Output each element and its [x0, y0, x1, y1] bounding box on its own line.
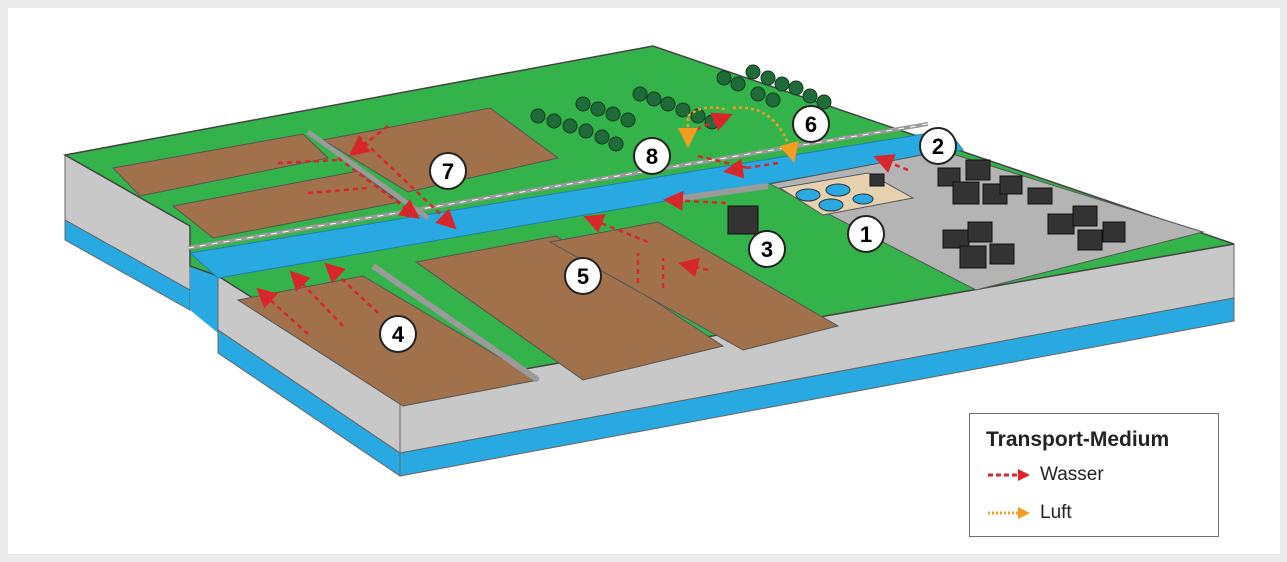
legend-label-air: Luft: [1040, 502, 1072, 523]
legend-label-water: Wasser: [1040, 464, 1104, 485]
diagram-frame: 1 2 3 4 5 6 7 8 Transpo: [8, 8, 1280, 554]
landscape-diagram: 1 2 3 4 5 6 7 8: [62, 45, 1235, 477]
legend-item-water: Wasser: [986, 463, 1104, 487]
marker-1-label: 1: [860, 222, 872, 247]
water-arrow-icon: [988, 469, 1030, 481]
air-arrows: [678, 106, 799, 163]
marker-4-label: 4: [392, 322, 405, 347]
marker-1: 1: [847, 215, 885, 253]
air-arrow-icon: [988, 507, 1030, 519]
water-arrows: [256, 112, 909, 335]
marker-6: 6: [792, 105, 830, 143]
marker-2-label: 2: [932, 134, 944, 159]
legend-item-air: Luft: [986, 501, 1072, 525]
marker-5: 5: [564, 257, 602, 295]
legend: Transport-Medium Wasser Luft: [969, 413, 1219, 537]
marker-8-label: 8: [646, 144, 658, 169]
marker-6-label: 6: [805, 112, 817, 137]
marker-7-label: 7: [442, 159, 454, 184]
fields-north: [111, 107, 560, 239]
buildings: [727, 159, 1126, 269]
marker-3: 3: [748, 230, 786, 268]
marker-4: 4: [379, 315, 417, 353]
marker-3-label: 3: [761, 237, 773, 262]
marker-5-label: 5: [577, 264, 589, 289]
marker-7: 7: [429, 152, 467, 190]
marker-2: 2: [919, 127, 957, 165]
legend-title: Transport-Medium: [986, 428, 1170, 451]
marker-8: 8: [633, 137, 671, 175]
terrain-slab: [64, 154, 1235, 477]
river: [187, 122, 964, 279]
